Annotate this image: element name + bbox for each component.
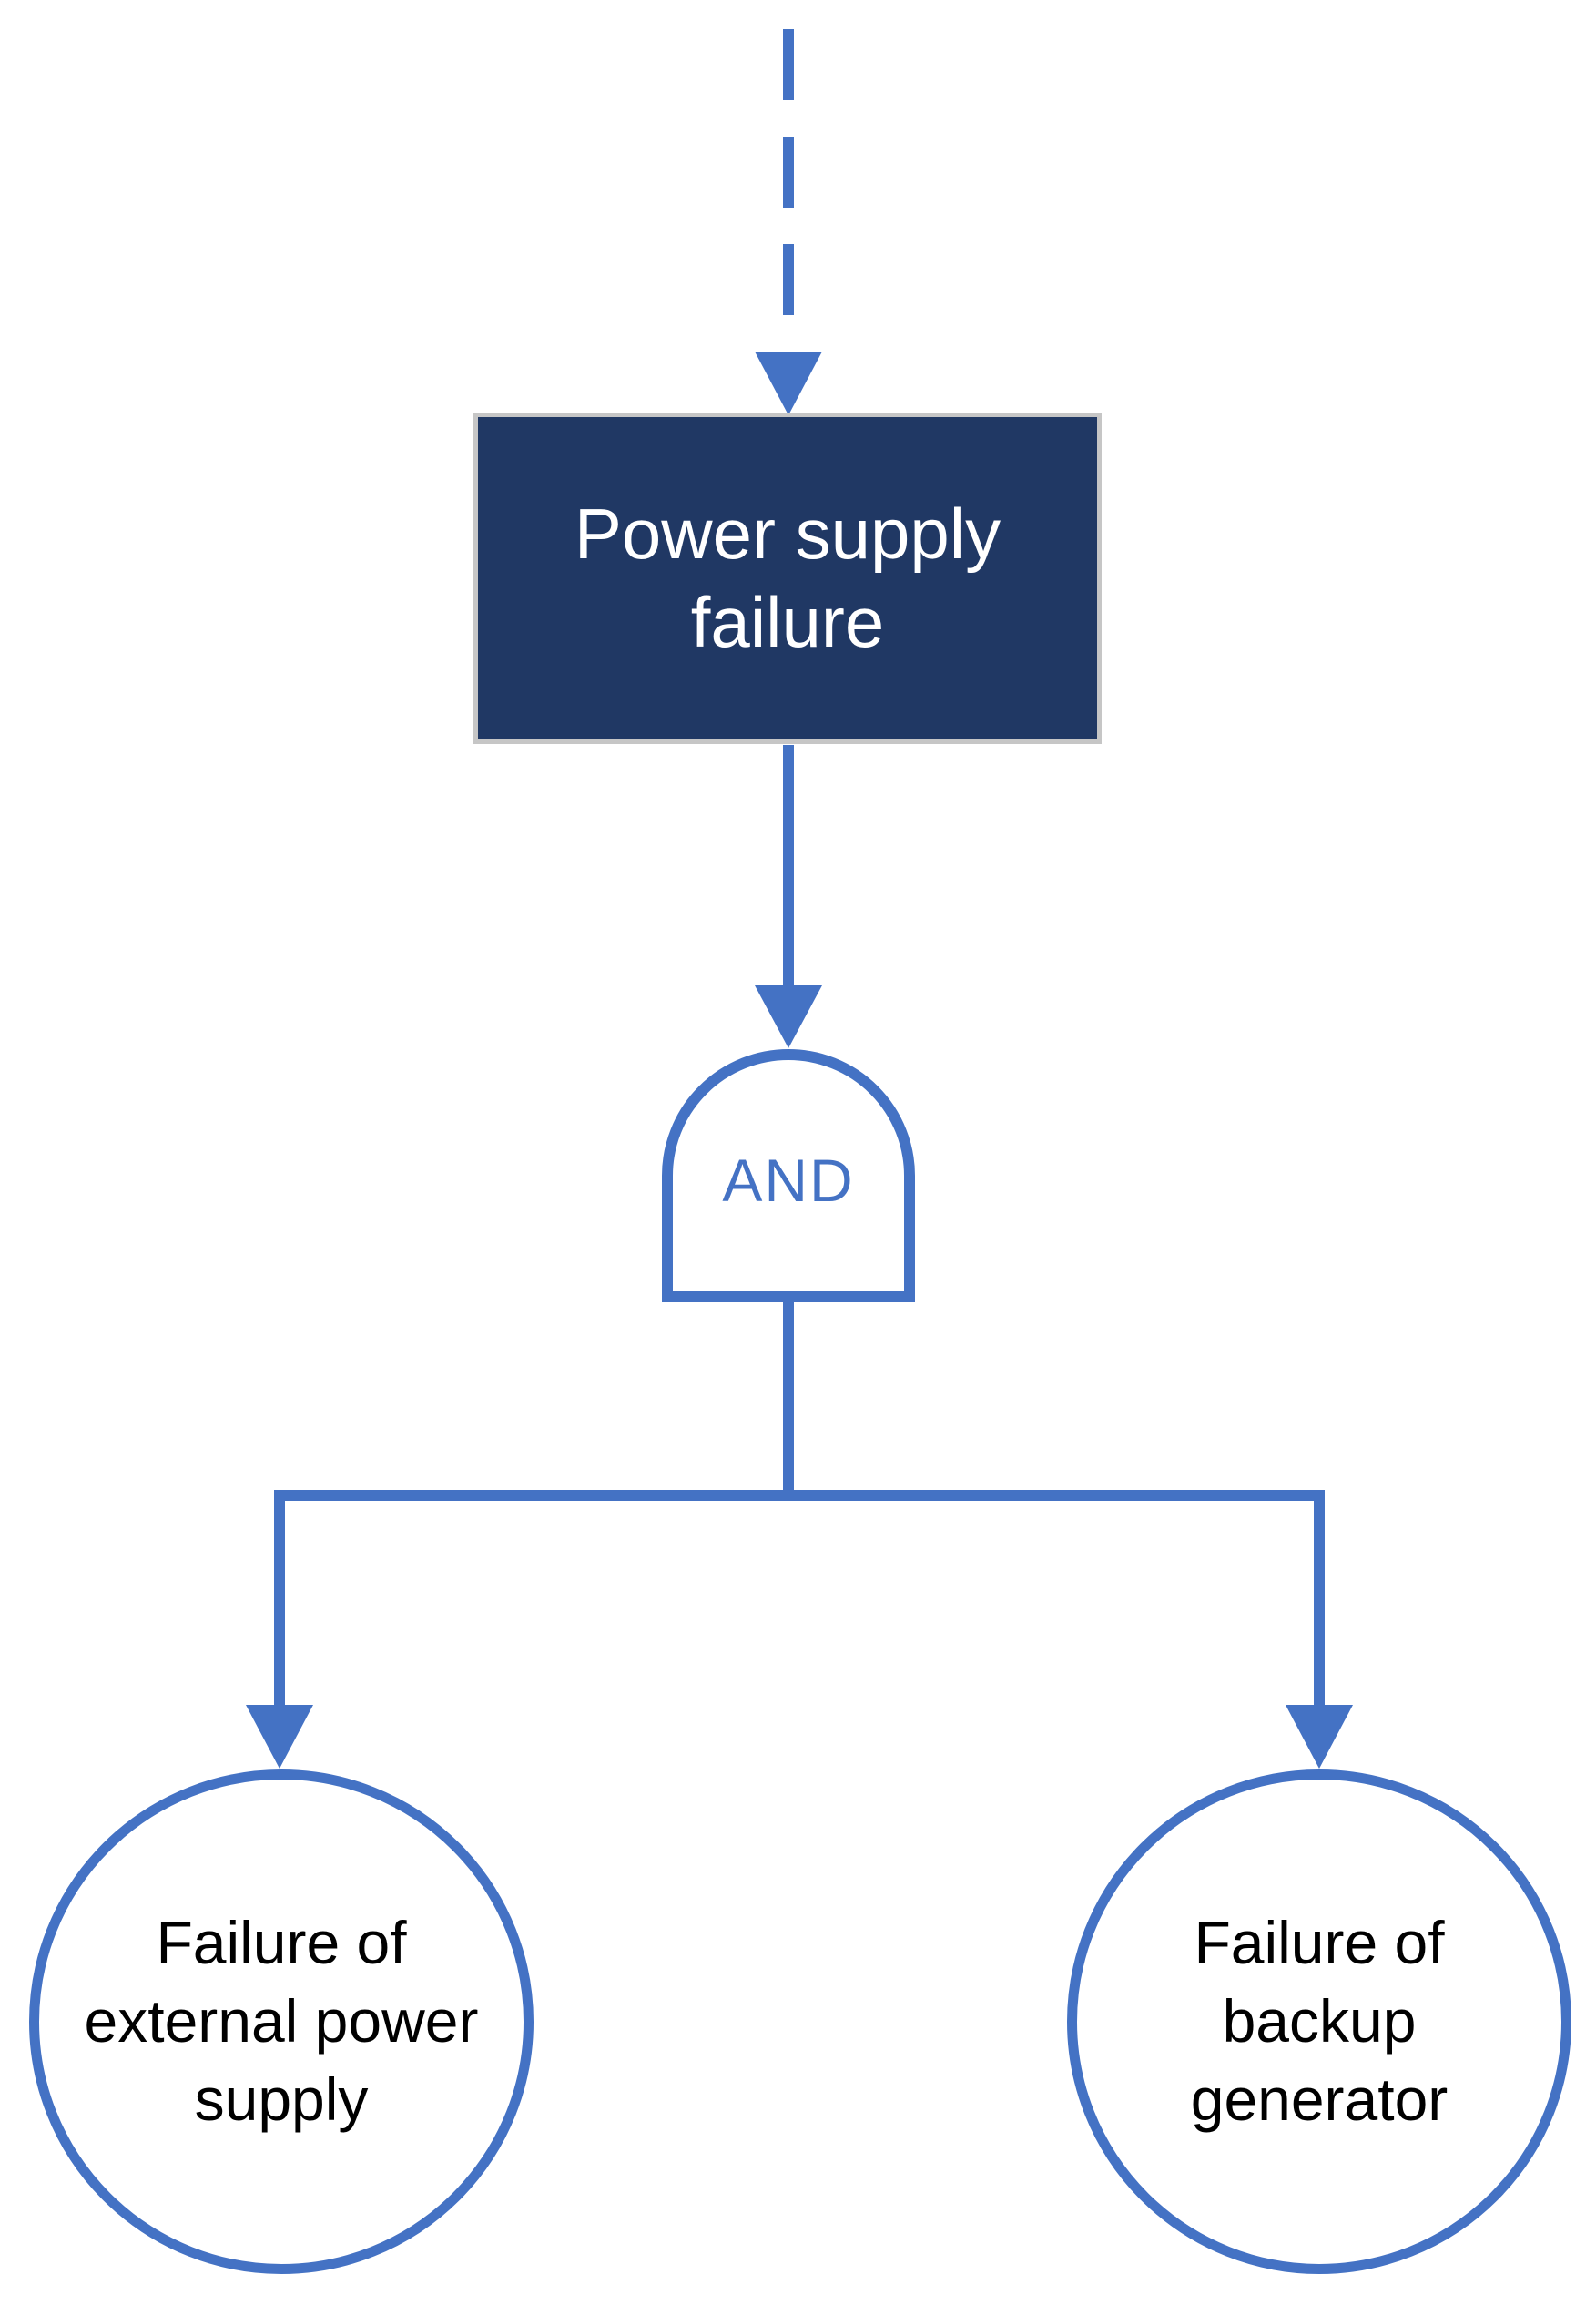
arrow-down-icon-left-event [246, 1705, 313, 1769]
arrow-down-icon-gate [755, 985, 822, 1048]
arrow-down-icon-top [755, 352, 822, 415]
top-event-node: Power supply failure [473, 413, 1102, 744]
basic-event-label-left: Failure of external power supply [84, 1909, 479, 2133]
basic-event-label-right: Failure of backup generator [1190, 1909, 1449, 2133]
and-gate-label: AND [722, 1147, 855, 1214]
basic-event-circle-right: Failure of backup generator [1067, 1769, 1571, 2274]
arrow-down-icon-right-event [1286, 1705, 1353, 1769]
basic-event-circle-left: Failure of external power supply [29, 1769, 534, 2274]
branch-connector [274, 1490, 1325, 1710]
top-event-label: Power supply failure [574, 493, 1001, 663]
